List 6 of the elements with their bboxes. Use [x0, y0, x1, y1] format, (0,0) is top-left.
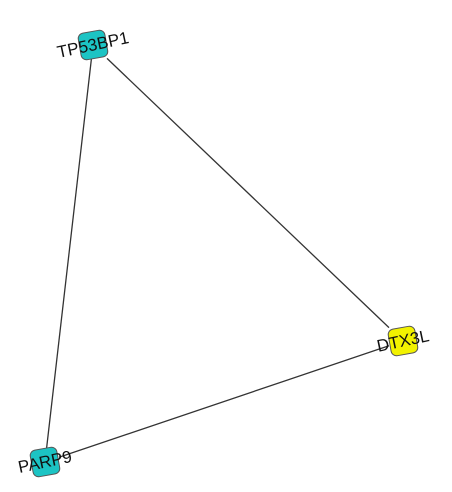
edge-line [46, 58, 92, 448]
node-label: DTX3L [375, 327, 431, 355]
node-label: TP53BP1 [56, 29, 130, 61]
node-label: PARP9 [16, 448, 74, 476]
edge-line [106, 58, 390, 328]
edge-line [58, 345, 390, 458]
